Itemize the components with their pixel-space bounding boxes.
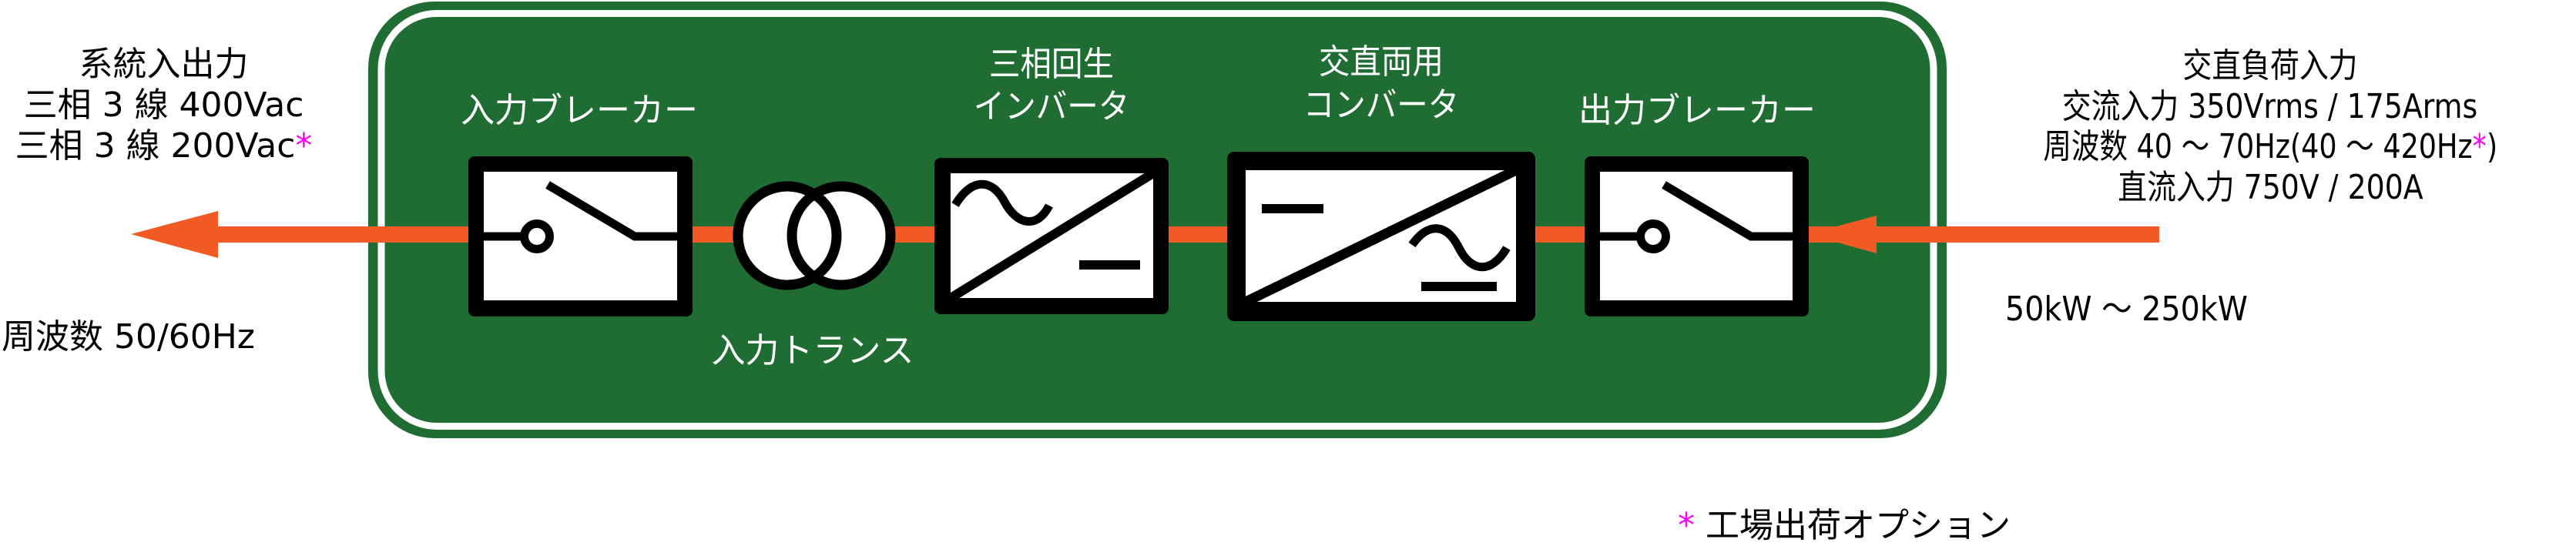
right-terminal-ac-input-text: 交流入力 350Vrms / 175Arms [2062, 87, 2478, 126]
dc-ac-converter-icon [1227, 152, 1535, 321]
option-mark: * [2472, 127, 2487, 166]
right-terminal-frequency-close: ) [2486, 127, 2497, 166]
option-mark: * [1678, 506, 1695, 545]
converter-label-line2-text: コンバータ [1303, 85, 1460, 125]
breaker-switch-icon [1585, 156, 1809, 317]
inverter-label-line2: インバータ [936, 86, 1167, 127]
left-terminal-title: 系統入出力 [79, 45, 249, 84]
footnote: * 工場出荷オプション [1678, 505, 2011, 546]
inverter-label-line1: 三相回生 [936, 44, 1167, 85]
ac-dc-inverter-icon [934, 158, 1169, 314]
right-terminal-title-text: 交直負荷入力 [2182, 46, 2358, 85]
footnote-text: 工場出荷オプション [1706, 506, 2011, 545]
converter-label-line1: 交直両用 [1263, 42, 1499, 82]
converter-label-line1-text: 交直両用 [1319, 42, 1444, 82]
right-terminal-dc-input-text: 直流入力 750V / 200A [2117, 168, 2423, 207]
right-terminal-dc-input: 直流入力 750V / 200A [1964, 167, 2576, 208]
arrow-left-icon [1808, 216, 1877, 253]
left-terminal-voltage-400: 三相 3 線 400Vac [23, 85, 304, 125]
input-transformer-label: 入力トランス [711, 331, 914, 370]
right-terminal-title: 交直負荷入力 [1964, 45, 2576, 86]
left-terminal-voltage-200: 三相 3 線 200Vac* [0, 126, 327, 166]
right-terminal-frequency-text: 周波数 40 ～ 70Hz(40 ～ 420Hz [2043, 127, 2473, 166]
left-terminal-frequency: 周波数 50/60Hz [2, 317, 255, 357]
right-terminal-ac-input: 交流入力 350Vrms / 175Arms [1964, 86, 2576, 127]
right-terminal-power-range: 50kW ～ 250kW [2005, 290, 2248, 329]
converter-label-line2: コンバータ [1263, 85, 1499, 126]
arrow-left-icon [131, 211, 218, 258]
left-terminal-voltage-200-text: 三相 3 線 200Vac [15, 126, 296, 166]
transformer-icon [733, 181, 896, 290]
option-mark: * [295, 126, 313, 166]
inverter-label-line1-text: 三相回生 [989, 45, 1114, 84]
output-breaker-label: 出力ブレーカー [1578, 91, 1816, 130]
inverter-label-line2-text: インバータ [973, 87, 1130, 126]
input-breaker-label: 入力ブレーカー [461, 91, 698, 130]
breaker-switch-icon [468, 156, 693, 317]
right-terminal-frequency: 周波数 40 ～ 70Hz(40 ～ 420Hz*) [1964, 126, 2576, 167]
